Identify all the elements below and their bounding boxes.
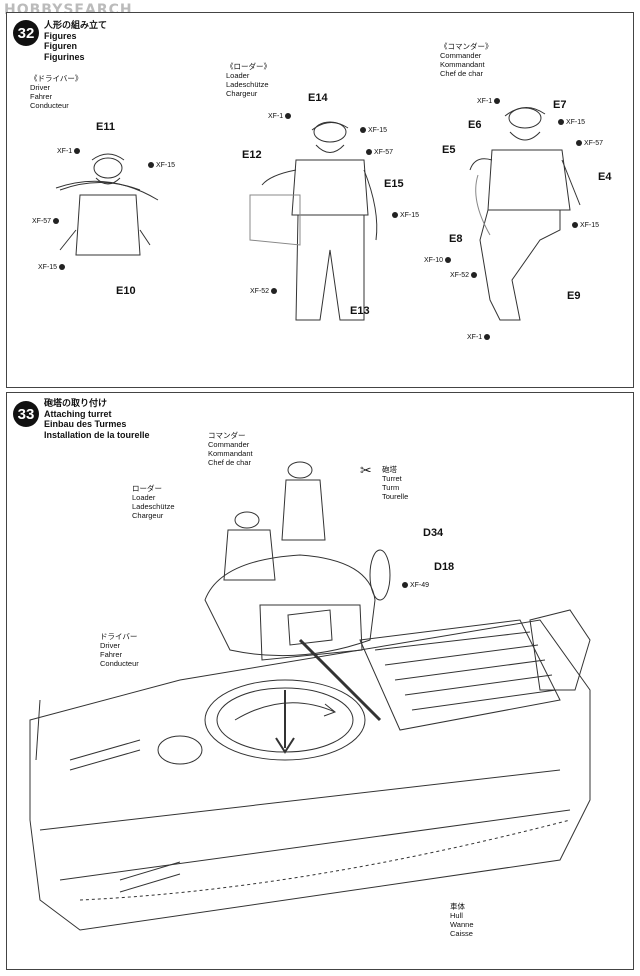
paint-callout: XF-1: [57, 148, 81, 155]
step-32-title-en: Figures: [44, 30, 77, 41]
paint-dot-icon: [392, 212, 398, 219]
part-d18: D18: [434, 561, 455, 573]
part-e13: E13: [350, 305, 370, 317]
step-33-number: 33: [13, 401, 39, 427]
commander-role-label: 《コマンダー》 Commander Kommandant Chef de cha…: [440, 42, 493, 78]
loader-role-label: 《ローダー》 Loader Ladeschütze Chargeur: [226, 62, 271, 98]
paint-callout: XF-1: [268, 113, 292, 120]
paint-callout: XF-1: [467, 334, 491, 341]
part-e14: E14: [308, 92, 328, 104]
paint-dot-icon: [285, 113, 292, 120]
paint-dot-icon: [471, 272, 478, 279]
paint-callout: XF-15: [390, 212, 419, 219]
paint-dot-icon: [360, 127, 366, 134]
paint-dot-icon: [148, 162, 154, 169]
paint-callout: XF-52: [450, 272, 478, 279]
paint-callout: XF-15: [570, 222, 599, 229]
paint-callout: XF-1: [477, 98, 501, 105]
part-d34: D34: [423, 527, 444, 539]
paint-callout: XF-52: [250, 288, 278, 295]
part-e11: E11: [96, 121, 115, 133]
paint-dot-icon: [445, 257, 452, 264]
paint-dot-icon: [576, 140, 582, 147]
driver-callout-label: ドライバー Driver Fahrer Conducteur: [100, 632, 139, 668]
paint-dot-icon: [484, 334, 491, 341]
paint-dot-icon: [558, 119, 564, 126]
step-33-title-fr: Installation de la tourelle: [44, 429, 150, 440]
step-32-number: 32: [13, 20, 39, 46]
paint-dot-icon: [59, 264, 66, 271]
part-e12: E12: [242, 149, 262, 161]
loader-callout-label: ローダー Loader Ladeschütze Chargeur: [132, 484, 175, 520]
paint-callout: XF-49: [400, 582, 429, 589]
step-32-title-de: Figuren: [44, 41, 77, 51]
step-33-title-jp: 砲塔の取り付け: [44, 398, 108, 408]
paint-callout: XF-10: [424, 257, 452, 264]
turret-callout-label: 砲塔 Turret Turm Tourelle: [382, 465, 409, 501]
paint-dot-icon: [366, 149, 372, 156]
step-33-title: 砲塔の取り付け Attaching turret Einbau des Turm…: [44, 398, 150, 440]
paint-callout: XF-15: [38, 264, 66, 271]
part-e8: E8: [449, 233, 463, 245]
step-32-title-jp: 人形の組み立て: [44, 20, 108, 30]
step-32-panel: [6, 12, 634, 388]
part-e9: E9: [567, 290, 581, 302]
part-e10: E10: [116, 285, 136, 297]
scissors-icon: ✂: [360, 462, 372, 478]
part-e7: E7: [553, 99, 567, 111]
paint-callout: XF-57: [364, 149, 393, 156]
part-e5: E5: [442, 144, 456, 156]
paint-dot-icon: [494, 98, 501, 105]
paint-callout: XF-57: [574, 140, 603, 147]
paint-callout: XF-15: [556, 119, 585, 126]
step-32-title: 人形の組み立て Figures Figuren Figurines: [44, 20, 107, 62]
paint-callout: XF-57: [32, 218, 60, 225]
paint-dot-icon: [271, 288, 278, 295]
paint-dot-icon: [74, 148, 81, 155]
part-e15: E15: [384, 178, 404, 190]
paint-callout: XF-15: [146, 162, 175, 169]
part-e4: E4: [598, 171, 612, 183]
step-33-title-en: Attaching turret: [44, 408, 112, 419]
driver-role-label: 《ドライバー》 Driver Fahrer Conducteur: [30, 74, 83, 110]
hull-callout-label: 車体 Hull Wanne Caisse: [450, 902, 474, 938]
paint-dot-icon: [402, 582, 408, 589]
part-e6: E6: [468, 119, 482, 131]
paint-dot-icon: [53, 218, 60, 225]
step-32-title-fr: Figurines: [44, 51, 85, 62]
step-33-title-de: Einbau des Turmes: [44, 419, 127, 429]
commander-callout-label: コマンダー Commander Kommandant Chef de char: [208, 431, 253, 467]
paint-dot-icon: [572, 222, 578, 229]
paint-callout: XF-15: [358, 127, 387, 134]
